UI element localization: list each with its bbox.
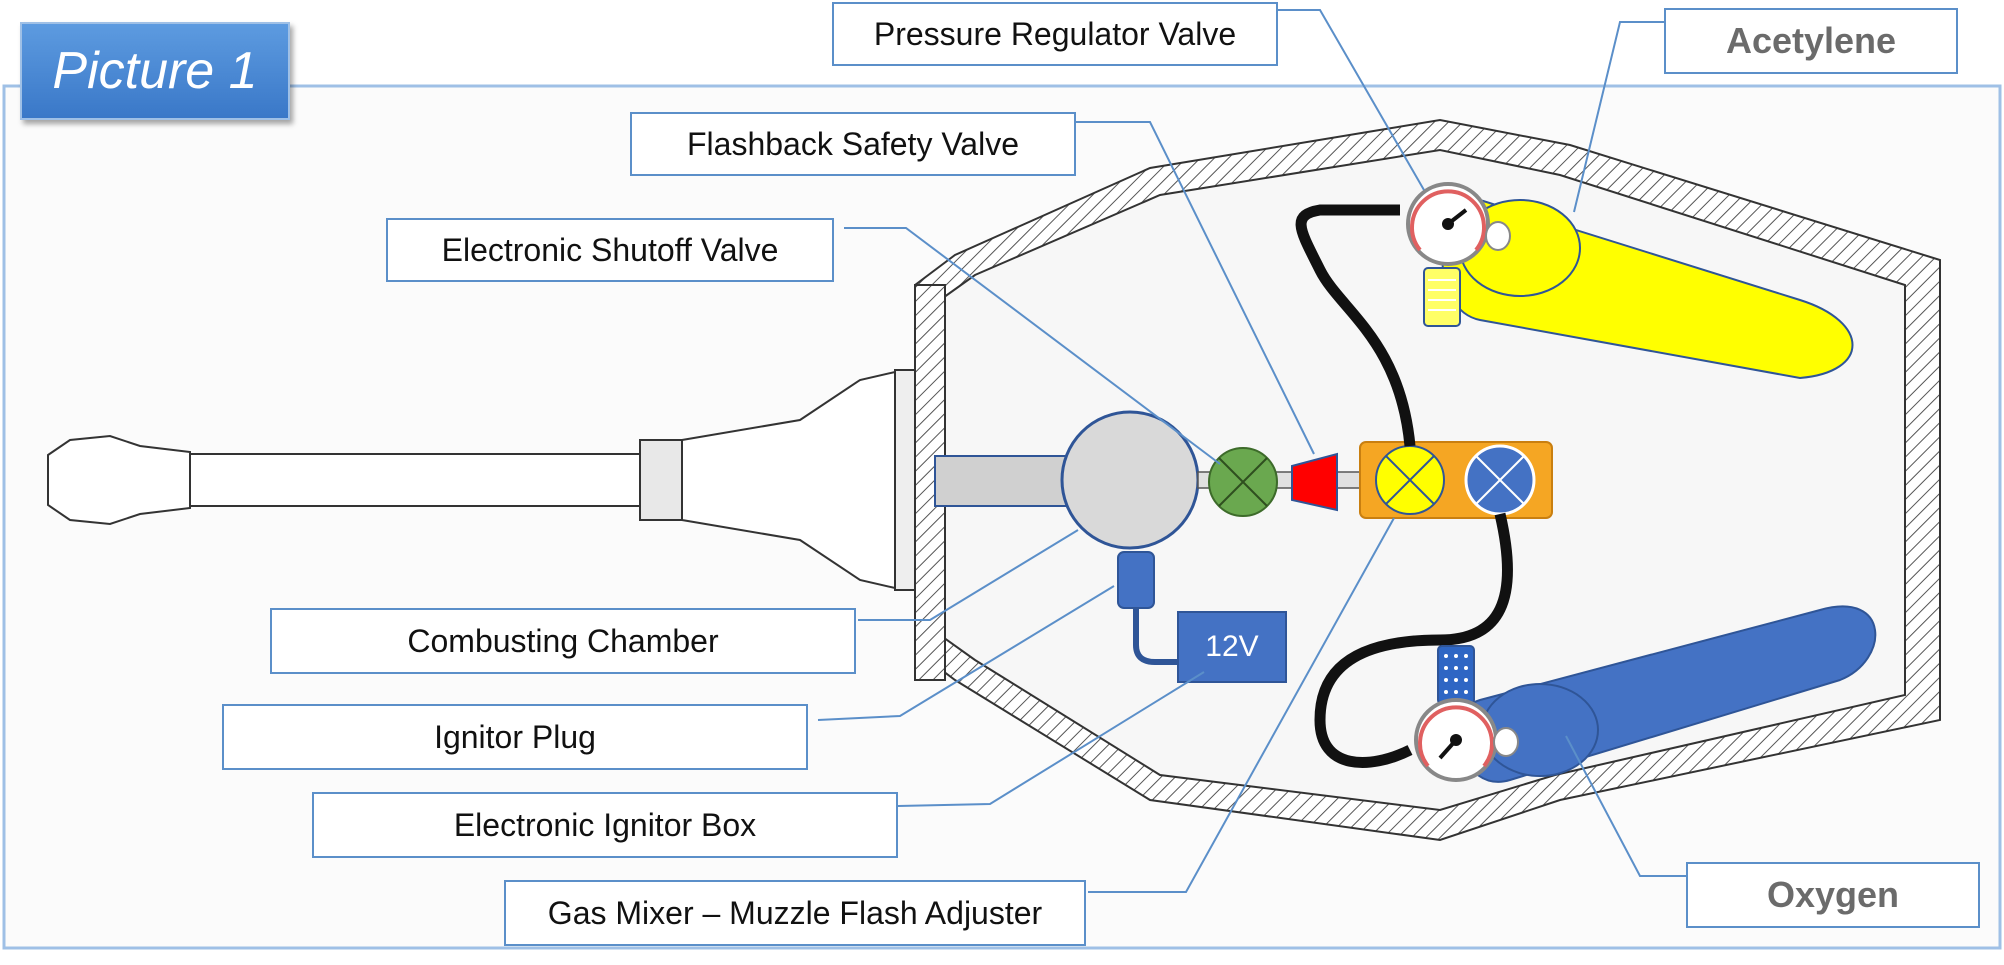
oxygen-canister-dots [1444,654,1468,694]
label-combusting-chamber: Combusting Chamber [270,608,856,674]
label-electronic-ignitor-box: Electronic Ignitor Box [312,792,898,858]
ignitor-plug [1117,551,1155,609]
mixer-valve-acetylene-cross-2 [1385,455,1435,505]
ignitor-wire [1133,608,1180,665]
leader-ignitor-plug [817,585,1115,721]
leader-ignitor-box [897,671,1205,807]
label-pressure-regulator-valve: Pressure Regulator Valve [832,2,1278,66]
label-electronic-shutoff-valve: Electronic Shutoff Valve [386,218,834,282]
callout-lines [817,9,1688,893]
leader-shutoff-valve [844,227,1221,465]
picture-title: Picture 1 [20,22,290,120]
leader-acetylene [1573,21,1664,213]
barrel-collar [639,439,683,521]
acetylene-canister [1423,267,1461,327]
leader-flashback-valve [1076,121,1315,455]
label-ignitor-plug: Ignitor Plug [222,704,808,770]
mixer-valve-oxygen-cross-2 [1475,455,1525,505]
label-gas-mixer: Gas Mixer – Muzzle Flash Adjuster [504,880,1086,946]
leader-oxygen [1565,735,1688,877]
shutoff-valve-cross-2 [1218,457,1268,507]
oxygen-hose [1314,512,1513,768]
flashback-valve [1291,452,1338,512]
leader-combusting-chamber [858,529,1079,621]
leader-pressure-regulator [1276,9,1425,191]
label-oxygen: Oxygen [1686,862,1980,928]
breech-flange [914,284,946,681]
oxygen-pressure-gauge [1414,698,1519,782]
barrel [189,453,641,507]
acetylene-pressure-gauge [1406,182,1511,266]
acetylene-canister-stripes [1428,279,1456,311]
battery-label: 12V [1205,630,1259,663]
label-acetylene: Acetylene [1664,8,1958,74]
leader-gas-mixer [1088,517,1395,893]
chamber-tube [934,455,1076,507]
flash-hider-tip [47,434,191,526]
battery-box [1177,611,1287,683]
label-flashback-safety-valve: Flashback Safety Valve [630,112,1076,176]
acetylene-hose [1295,204,1416,447]
